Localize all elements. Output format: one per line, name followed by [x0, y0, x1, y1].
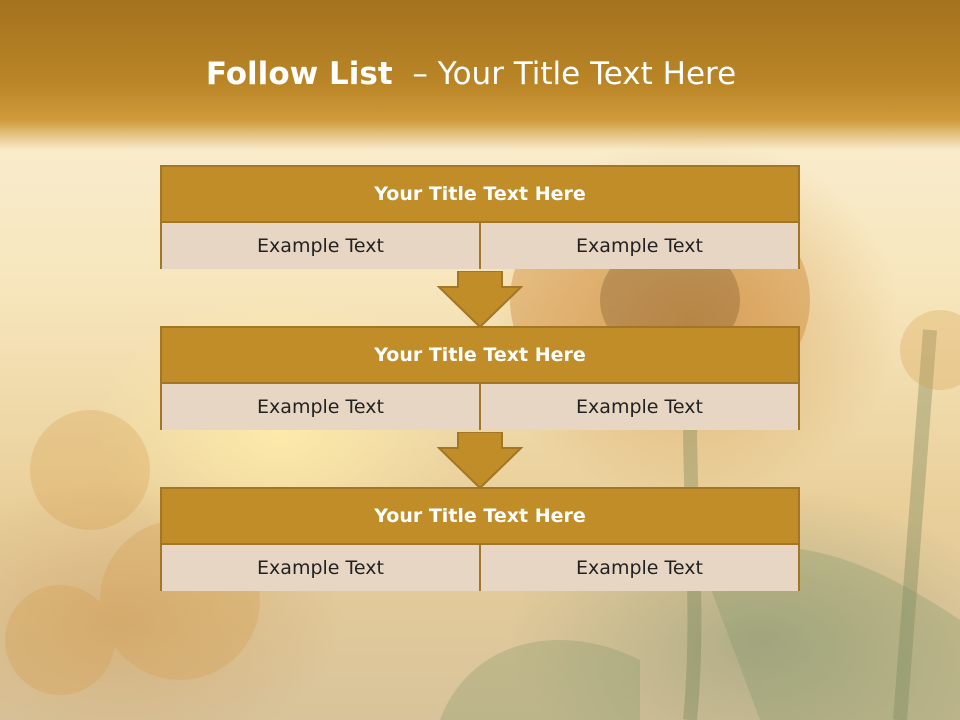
step-title-1: Your Title Text Here — [162, 167, 798, 223]
step-box-2: Your Title Text Here Example Text Exampl… — [160, 326, 800, 430]
step-row-3: Example Text Example Text — [162, 545, 798, 591]
step-box-3: Your Title Text Here Example Text Exampl… — [160, 487, 800, 591]
step-title-3: Your Title Text Here — [162, 489, 798, 545]
step-title-2: Your Title Text Here — [162, 328, 798, 384]
down-arrow-icon — [437, 432, 523, 490]
slide-title: Follow List – Your Title Text Here — [0, 56, 942, 92]
step-3-right-text: Example Text — [479, 545, 798, 591]
step-1-right-text: Example Text — [479, 223, 798, 269]
step-box-1: Your Title Text Here Example Text Exampl… — [160, 165, 800, 269]
down-arrow-icon — [437, 271, 523, 329]
step-3-left-text: Example Text — [162, 545, 479, 591]
slide-title-rest: – Your Title Text Here — [392, 56, 737, 92]
step-row-1: Example Text Example Text — [162, 223, 798, 269]
slide-title-bold: Follow List — [205, 56, 393, 92]
step-row-2: Example Text Example Text — [162, 384, 798, 430]
step-2-right-text: Example Text — [479, 384, 798, 430]
title-banner — [0, 0, 960, 150]
step-2-left-text: Example Text — [162, 384, 479, 430]
step-1-left-text: Example Text — [162, 223, 479, 269]
